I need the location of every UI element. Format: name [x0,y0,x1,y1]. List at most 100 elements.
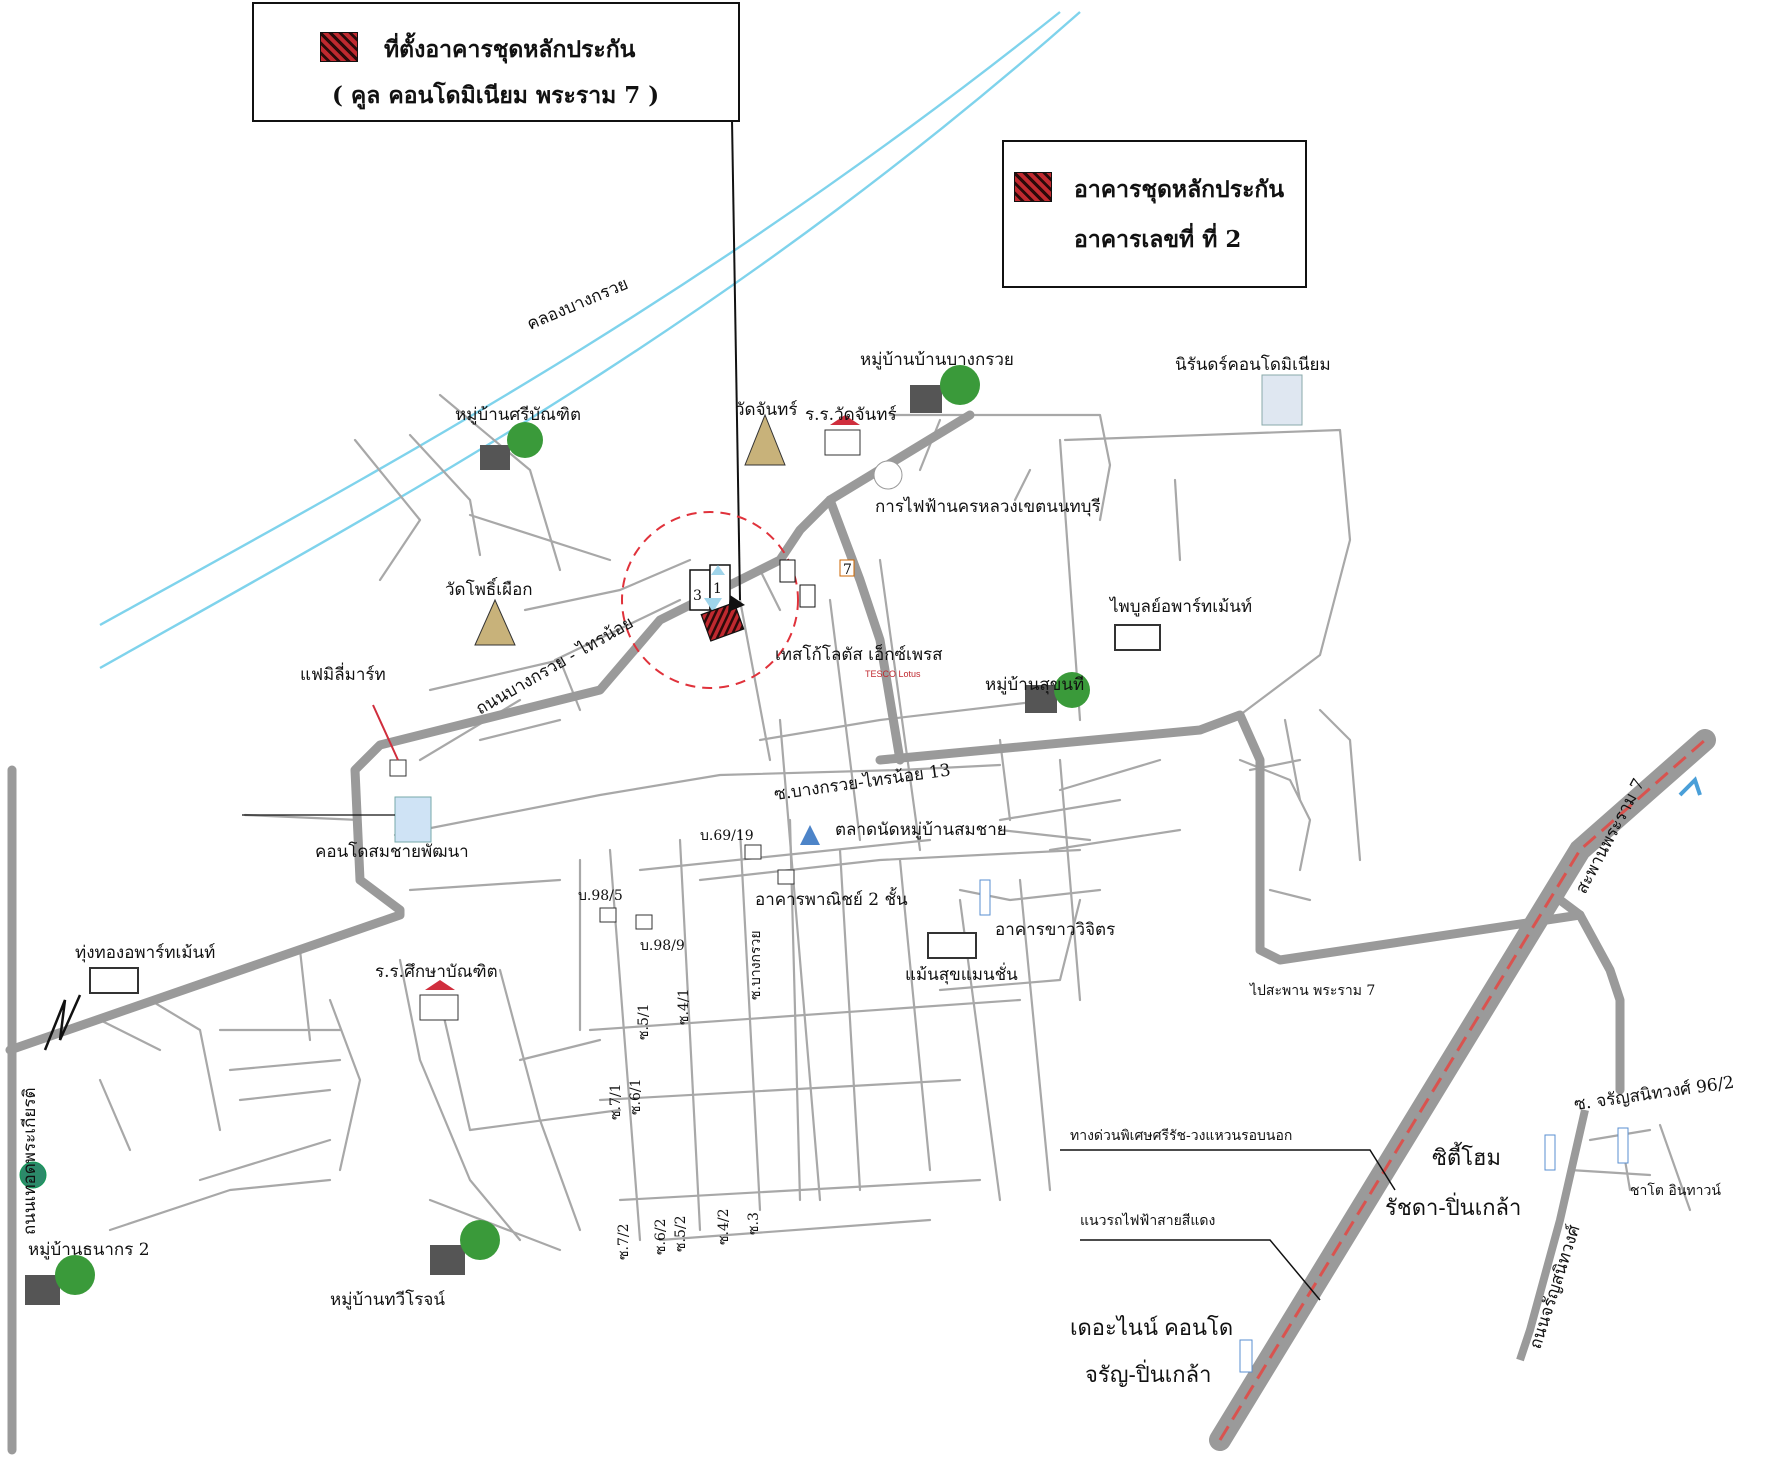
village-sri-bandit-label: หมู่บ้านศรีบัณฑิต [455,405,581,425]
wat-pho-phueak-label: วัดโพธิ์เผือก [445,577,533,600]
b-98-9-label: บ.98/9 [640,938,685,954]
soi-13-label: ซ.บางกรวย-ไทรน้อย 13 [773,759,952,805]
school-icon [419,980,459,1021]
map-labels: คลองบางกรวย ถนนบางกรวย - ไทรน้อย หมู่บ้า… [20,274,1735,1387]
red-line-rail [1218,738,1706,1441]
chateau-label: ชาโต อินทาวน์ [1630,1182,1721,1199]
temple-icon [474,598,516,646]
city-home-label-2: รัชดา-ปิ่นเกล้า [1385,1192,1521,1220]
legend-building-line1: อาคารชุดหลักประกัน [1074,176,1285,203]
phra-thep-road-label: ถนนเทอดพระเกียรติ [20,1087,40,1235]
village-thawiroj-label: หมู่บ้านทวีโรจน์ [330,1289,445,1310]
soi-7-2-label: ซ.7/2 [616,1224,632,1260]
arrow-up-icon [711,565,725,575]
collateral-swatch-icon [320,32,358,62]
apartment-icon [1114,624,1161,651]
commercial-label: อาคารพาณิชย์ 2 ชั้น [755,887,908,910]
seven-eleven-icon [839,559,855,577]
seven-eleven-label: 7 [843,562,852,578]
school-wat-chan-label: ร.ร.วัดจันทร์ [805,405,897,425]
soi-5-2-label: ซ.5/2 [673,1216,689,1252]
nirun-condo-label: นิรันดร์คอนโดมิเนียม [1175,354,1331,375]
soi-7-1-label: ซ.7/1 [608,1084,624,1120]
thung-thong-apt-label: ทุ่งทองอพาร์ทเม้นท์ [75,943,215,963]
wat-chan-label: วัดจันทร์ [735,400,798,420]
condo-icon [1261,374,1303,426]
tall-building-icon [1617,1127,1629,1164]
nearby-building [779,559,796,583]
site-pointer-line [731,119,741,601]
pea-label: การไฟฟ้านครหลวงเขตนนทบุรี [875,496,1101,517]
minor-roads [98,393,1692,1252]
expressway-label: ทางด่วนพิเศษศรีรัช-วงแหวนรอบนอก [1070,1128,1292,1144]
b-69-19-label: บ.69/19 [700,828,754,844]
nearby-building [799,584,816,608]
family-mart-building [389,759,407,777]
red-line-label: แนวรถไฟฟ้าสายสีแดง [1080,1212,1215,1229]
soi-3-label: ซ.3 [746,1212,762,1235]
market-label: ตลาดนัดหมู่บ้านสมชาย [835,820,1007,840]
apartment-icon [927,932,977,959]
arrow-down-icon [704,598,722,612]
temple-icon [744,413,786,466]
market-icon [800,825,820,845]
condo-icon [394,796,432,843]
apartment-icon [89,967,139,994]
building-icon [744,844,762,860]
soi-6-2-label: ซ.6/2 [653,1219,669,1255]
school-icon [824,415,861,456]
canal [99,11,1081,670]
legend-site-subtitle: ( คูล คอนโดมิเนียม พระราม 7 ) [332,82,660,109]
site-building-3-label: 3 [693,588,702,604]
tree-icon [1025,672,1090,713]
tesco-label: เทสโก้โลตัส เอ็กซ์เพรส [775,643,943,665]
tree-icon [25,1255,95,1305]
village-sukhonthi-label: หมู่บ้านสุขนที [985,675,1084,695]
expressway-pointer [1060,1149,1396,1191]
b-98-5-label: บ.98/5 [578,888,623,904]
legend-building-line2: อาคารเลขที่ ที่ 2 [1074,226,1242,253]
legend-site-title: ที่ตั้งอาคารชุดหลักประกัน [384,36,636,63]
tall-building-icon [1239,1339,1253,1373]
family-mart-pointer [372,704,399,761]
pointer-arrowhead [728,595,745,612]
the-nine-label: เดอะไนน์ คอนโด [1070,1315,1233,1340]
to-rama7-bridge-label: ไปสะพาน พระราม 7 [1249,982,1375,999]
soi-4-2-label: ซ.4/2 [716,1209,732,1245]
legend-collateral-building: อาคารชุดหลักประกัน อาคารเลขที่ ที่ 2 [1002,140,1307,288]
family-mart-label: แฟมิลี่มาร์ท [300,662,386,685]
tall-building-icon [979,879,991,916]
building-icon [599,907,617,923]
legend-site-location: ที่ตั้งอาคารชุดหลักประกัน ( คูล คอนโดมิเ… [252,2,740,122]
site-circle [621,511,799,689]
phaiboon-apt-label: ไพบูลย์อพาร์ทเม้นท์ [1108,596,1252,617]
soi-jaran-96-2-label: ซ. จรัญสนิทวงศ์ 96/2 [1573,1073,1736,1115]
collateral-building-marker [700,601,745,642]
tesco-logo: TESCO Lotus [865,669,921,679]
map-icons: 7 TESCO Lotus [19,365,1702,1373]
village-thanakorn-label: หมู่บ้านธนากร 2 [28,1240,150,1260]
somchai-condo-label: คอนโดสมชายพัฒนา [315,841,469,862]
emblem-icon [19,1161,47,1189]
tree-icon [480,422,543,470]
building-icon [777,869,795,885]
tree-icon [910,365,980,413]
road-break-symbol [43,994,82,1051]
khao-wichit-label: อาคารขาววิจิตร [995,920,1115,940]
collateral-swatch-icon [1014,172,1052,202]
city-home-label: ซิตี้โฮม [1432,1142,1501,1170]
direction-arrow-icon [1678,776,1702,797]
main-roads [5,410,1716,1455]
the-nine-label-2: จรัญ-ปิ่นเกล้า [1085,1359,1211,1387]
tree-icon [430,1220,500,1275]
pea-emblem-icon [873,460,903,490]
suksa-bandit-label: ร.ร.ศึกษาบัณฑิต [375,962,498,982]
tall-building-icon [1544,1134,1556,1171]
site-buildings: 3 1 [689,559,816,642]
village-bang-kruai-label: หมู่บ้านบ้านบางกรวย [860,350,1014,370]
soi-4-1-label: ซ.4/1 [676,989,692,1025]
red-line-pointer [1080,1239,1321,1301]
building-icon [635,914,653,930]
soi-5-1-label: ซ.5/1 [636,1004,652,1040]
